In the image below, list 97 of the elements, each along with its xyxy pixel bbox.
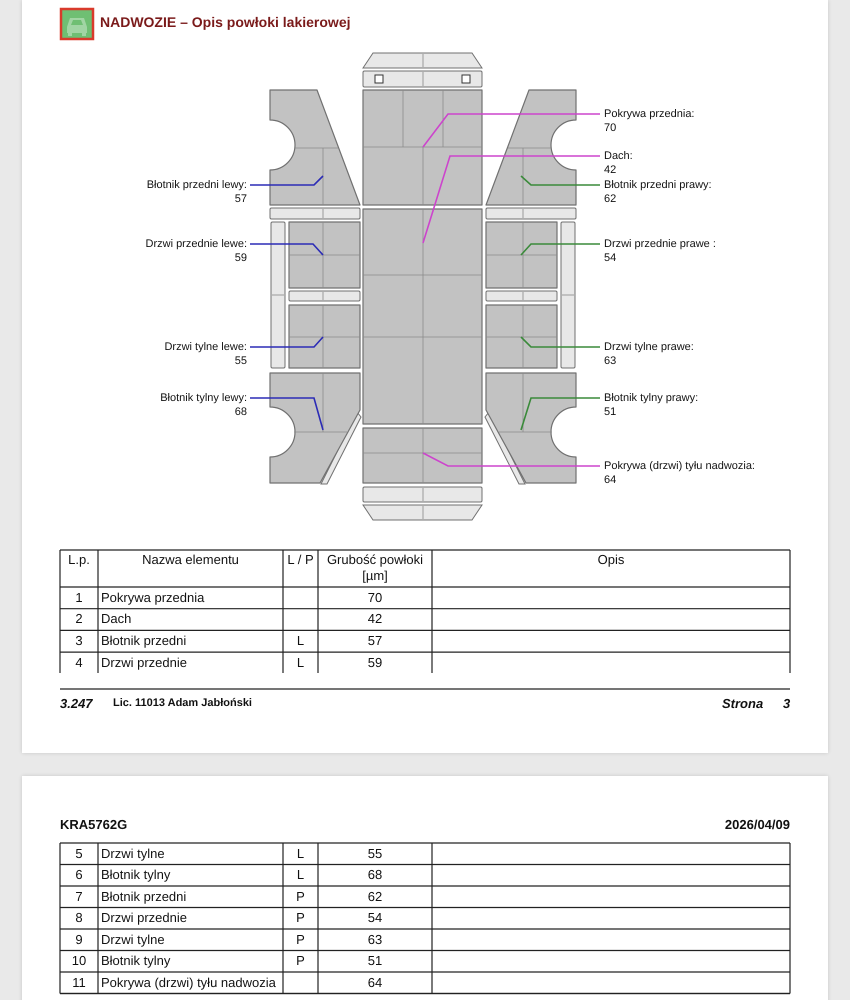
leader-line (422, 452, 600, 467)
thickness-value: 42 (604, 163, 618, 177)
page-title: NADWOZIE – Opis powłoki lakierowej (100, 14, 350, 30)
thickness-value: 68 (366, 867, 384, 883)
door-panel (485, 221, 558, 289)
part-name: Błotnik tylny lewy: (160, 391, 247, 405)
thickness-value: 51 (604, 405, 618, 419)
column-header: Nazwa elementu (141, 552, 240, 568)
registration-number: KRA5762G (60, 817, 128, 832)
row-number: 11 (71, 974, 87, 990)
side-value: L (296, 654, 306, 671)
thickness-value: 57 (234, 192, 247, 206)
element-name: Dach (101, 611, 132, 628)
tailgate-panel (362, 427, 483, 484)
row-number: 9 (74, 932, 84, 948)
door-panel (288, 221, 361, 289)
fender-panel (269, 89, 361, 206)
side-value: P (295, 953, 306, 969)
row-number: 8 (74, 910, 84, 926)
part-name: Pokrywa (drzwi) tyłu nadwozia: (604, 459, 755, 473)
fender-panel (269, 372, 361, 484)
part-name: Błotnik przedni lewy: (146, 178, 247, 192)
thickness-value: 70 (604, 121, 618, 135)
page-number: 3 (783, 696, 790, 711)
roof-panel (362, 208, 483, 425)
element-name: Drzwi tylne (101, 846, 166, 862)
thickness-value: 59 (366, 654, 384, 671)
thickness-value: 57 (366, 632, 384, 649)
thickness-value: 62 (604, 192, 618, 206)
row-number: 7 (74, 888, 84, 904)
leader-line (520, 243, 600, 256)
side-value: P (295, 910, 306, 926)
thickness-value: 63 (604, 354, 618, 368)
thickness-value: 62 (366, 888, 384, 904)
side-value: P (295, 888, 306, 904)
thickness-value: 64 (604, 473, 618, 487)
element-name: Pokrywa (drzwi) tyłu nadwozia (101, 974, 277, 990)
side-value: P (295, 932, 306, 948)
side-value: L (296, 846, 306, 862)
side-value: L (296, 632, 306, 649)
leader-line (250, 175, 324, 186)
fender-panel (485, 89, 577, 206)
column-header: L / P (286, 552, 315, 568)
row-number: 3 (74, 632, 84, 649)
column-header: Opis (596, 552, 626, 568)
element-name: Pokrywa przednia (101, 590, 206, 606)
part-name: Pokrywa przednia: (604, 107, 694, 121)
thickness-value: 59 (234, 251, 247, 265)
thickness-value: 51 (366, 953, 384, 969)
side-value: L (296, 867, 306, 883)
element-name: Drzwi przednie (101, 910, 188, 926)
leader-line (250, 243, 324, 256)
part-name: Drzwi tylne lewe: (164, 340, 247, 354)
part-name: Drzwi tylne prawe: (604, 340, 694, 354)
thickness-value: 63 (366, 932, 384, 948)
part-name: Drzwi przednie prawe : (604, 237, 716, 251)
part-name: Drzwi przednie lewe: (146, 237, 247, 251)
thickness-value: 55 (234, 354, 247, 368)
door-panel (485, 304, 558, 369)
thickness-value: 55 (366, 846, 384, 862)
fender-panel (485, 372, 577, 484)
leader-line (520, 397, 600, 430)
leader-line (422, 155, 600, 244)
part-name: Dach: (604, 149, 633, 163)
leader-line (422, 113, 600, 148)
element-name: Błotnik tylny (101, 953, 172, 969)
row-number: 10 (70, 953, 88, 969)
hood-panel (362, 89, 483, 206)
row-number: 4 (74, 654, 84, 671)
row-number: 2 (74, 611, 84, 628)
column-header: Grubość powłoki [µm] (326, 552, 424, 584)
part-name: Błotnik tylny prawy: (604, 391, 698, 405)
thickness-value: 42 (366, 611, 384, 628)
thickness-value: 70 (366, 590, 384, 606)
element-name: Błotnik przedni (101, 888, 188, 904)
row-number: 5 (74, 846, 84, 862)
row-number: 6 (74, 867, 84, 883)
row-number: 1 (74, 590, 84, 606)
leader-line (250, 336, 324, 348)
part-name: Błotnik przedni prawy: (604, 178, 712, 192)
leader-line (520, 175, 600, 186)
thickness-value: 64 (366, 974, 384, 990)
door-panel (288, 304, 361, 369)
thickness-value: 54 (604, 251, 618, 265)
thickness-value: 54 (366, 910, 384, 926)
report-date: 2026/04/09 (724, 817, 790, 832)
leader-line (520, 336, 600, 348)
column-header: L.p. (67, 552, 91, 568)
element-name: Drzwi przednie (101, 654, 188, 671)
license-text: Lic. 11013 Adam Jabłoński (113, 697, 252, 709)
page-label: Strona (722, 696, 764, 711)
page-section-number: 3.247 (60, 696, 93, 711)
thickness-value: 68 (234, 405, 247, 419)
element-name: Błotnik przedni (101, 632, 188, 649)
element-name: Błotnik tylny (101, 867, 172, 883)
leader-line (250, 397, 324, 430)
element-name: Drzwi tylne (101, 932, 166, 948)
